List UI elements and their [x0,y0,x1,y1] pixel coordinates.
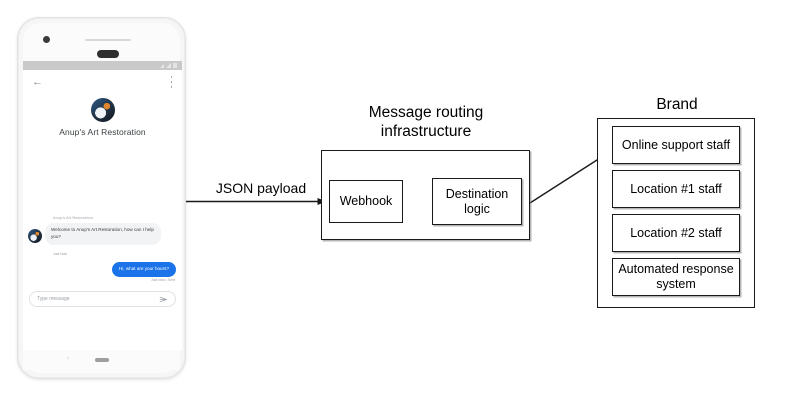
brand-item-location-2-staff[interactable]: Location #2 staff [612,214,740,252]
phone-screen: ← Anup's Art Restoration Anup's Art Rest… [23,61,182,350]
status-bar-icons [160,63,177,68]
front-camera-icon [43,36,50,43]
routing-infrastructure-title: Message routing infrastructure [368,104,484,140]
proximity-sensor-icon [97,50,119,58]
business-name: Anup's Art Restoration [59,127,146,137]
app-bar: ← [23,70,182,96]
outgoing-message-bubble: Hi, what are your hours? [111,262,176,277]
outgoing-message-timestamp: Just Now • Sent [151,278,175,282]
incoming-message-bubble: Welcome to Anup's Art Restoration, how c… [45,223,161,245]
webhook-node[interactable]: Webhook [329,180,403,223]
phone-navigation-bar: ‹ [23,350,180,370]
json-payload-label: JSON payload [215,180,307,196]
phone-mockup: ← Anup's Art Restoration Anup's Art Rest… [17,17,186,379]
chat-thread: Anup's Art Restoration Welcome to Anup's… [23,216,182,350]
message-input[interactable]: Type message [37,296,70,302]
overflow-menu-icon[interactable] [170,76,173,88]
brand-item-automated-response-system[interactable]: Automated response system [612,258,740,296]
battery-icon [173,63,177,68]
brand-title: Brand [656,96,698,113]
message-composer[interactable]: Type message [29,291,176,307]
nav-home-pill[interactable] [95,358,109,362]
nav-back-icon[interactable]: ‹ [67,356,69,362]
outgoing-message-row: Hi, what are your hours? [111,262,176,277]
business-header: Anup's Art Restoration [23,96,182,137]
back-arrow-icon[interactable]: ← [32,76,43,88]
destination-logic-node[interactable]: Destination logic [432,178,522,225]
earpiece-speaker-icon [85,39,131,41]
status-bar [23,61,182,70]
send-icon[interactable] [159,295,168,304]
incoming-message-timestamp: Just Now [53,252,67,256]
brand-item-online-support-staff[interactable]: Online support staff [612,126,740,164]
brand-item-location-1-staff[interactable]: Location #1 staff [612,170,740,208]
message-sender-label: Anup's Art Restoration [53,216,94,220]
message-avatar [28,229,42,243]
incoming-message-row: Welcome to Anup's Art Restoration, how c… [28,223,161,245]
signal-bars-icon [160,64,164,68]
business-avatar [90,98,115,122]
wifi-icon [166,63,171,68]
